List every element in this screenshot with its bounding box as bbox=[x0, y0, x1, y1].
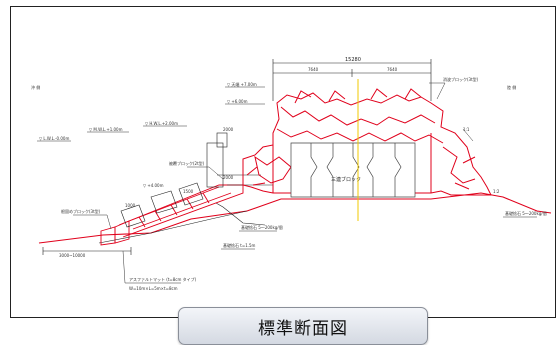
dim-1000: 1000 bbox=[125, 203, 136, 208]
level-mid: ▽ +6.00m bbox=[227, 99, 248, 104]
caption-label: 標準断面図 bbox=[258, 318, 348, 339]
note-asphalt-mat: アスファルトマット (t=8cm タイプ) bbox=[129, 276, 197, 282]
level-hwl: ▽ H.W.L.+2.00m bbox=[145, 121, 178, 126]
note-rubble-base-left: 基礎捨石 5～200kg/個 bbox=[241, 224, 283, 230]
dim-slope-1-1: 1:1 bbox=[463, 127, 470, 132]
note-asphalt-mat-size: W=10m×L=5m×t=8cm bbox=[129, 286, 178, 291]
dim-1500: 1500 bbox=[183, 189, 194, 194]
dim-slope-1-2: 1:2 bbox=[493, 189, 500, 194]
dim-2000b: 2000 bbox=[223, 175, 234, 180]
cross-section-drawing: 沖 側 陸 側 ▽ L.W.L.-0.00m ▽ M.W.L.+1.00m ▽ … bbox=[31, 57, 552, 291]
dim-left-half: 7640 bbox=[308, 67, 319, 72]
drawing-frame: 沖 側 陸 側 ▽ L.W.L.-0.00m ▽ M.W.L.+1.00m ▽ … bbox=[10, 6, 556, 318]
water-level-markers: ▽ L.W.L.-0.00m ▽ M.W.L.+1.00m ▽ H.W.L.+2… bbox=[37, 81, 265, 188]
covering-blocks-outline bbox=[120, 132, 273, 228]
level-mwl: ▽ M.W.L.+1.00m bbox=[89, 127, 123, 132]
dim-3000: 3000~10000 bbox=[59, 253, 86, 258]
level-slope-top: ▽ +4.00m bbox=[143, 183, 164, 188]
wave-dissipating-blocks bbox=[242, 88, 492, 196]
seabed-line bbox=[38, 192, 552, 244]
annotation-leaders bbox=[73, 82, 537, 284]
left-side-label: 沖 側 bbox=[31, 84, 40, 90]
dimension-lines bbox=[272, 59, 432, 101]
triple-block bbox=[290, 142, 416, 198]
note-rubble-base-right: 基礎捨石 5～200kg/個 bbox=[505, 210, 547, 216]
caption-tab: 標準断面図 bbox=[178, 307, 428, 345]
dim-total: 15280 bbox=[345, 57, 361, 63]
note-rubble-mound: 基礎捨石 t=1.5m bbox=[223, 242, 256, 248]
note-covering-block: 被覆ブロック(2t型) bbox=[169, 160, 205, 166]
note-wave-block-bottom: 根固めブロック(3t型) bbox=[61, 208, 101, 214]
dim-2000a: 2000 bbox=[223, 127, 234, 132]
level-crest: ▽ 天端 +7.00m bbox=[227, 81, 257, 87]
rubble-foundation bbox=[42, 202, 266, 255]
center-block-label: 三連ブロック bbox=[331, 176, 361, 183]
level-lwl: ▽ L.W.L.-0.00m bbox=[39, 136, 69, 141]
dim-right-half: 7640 bbox=[387, 67, 398, 72]
note-wave-block-top: 消波ブロック(3t型) bbox=[443, 76, 479, 82]
right-side-label: 陸 側 bbox=[507, 84, 516, 90]
